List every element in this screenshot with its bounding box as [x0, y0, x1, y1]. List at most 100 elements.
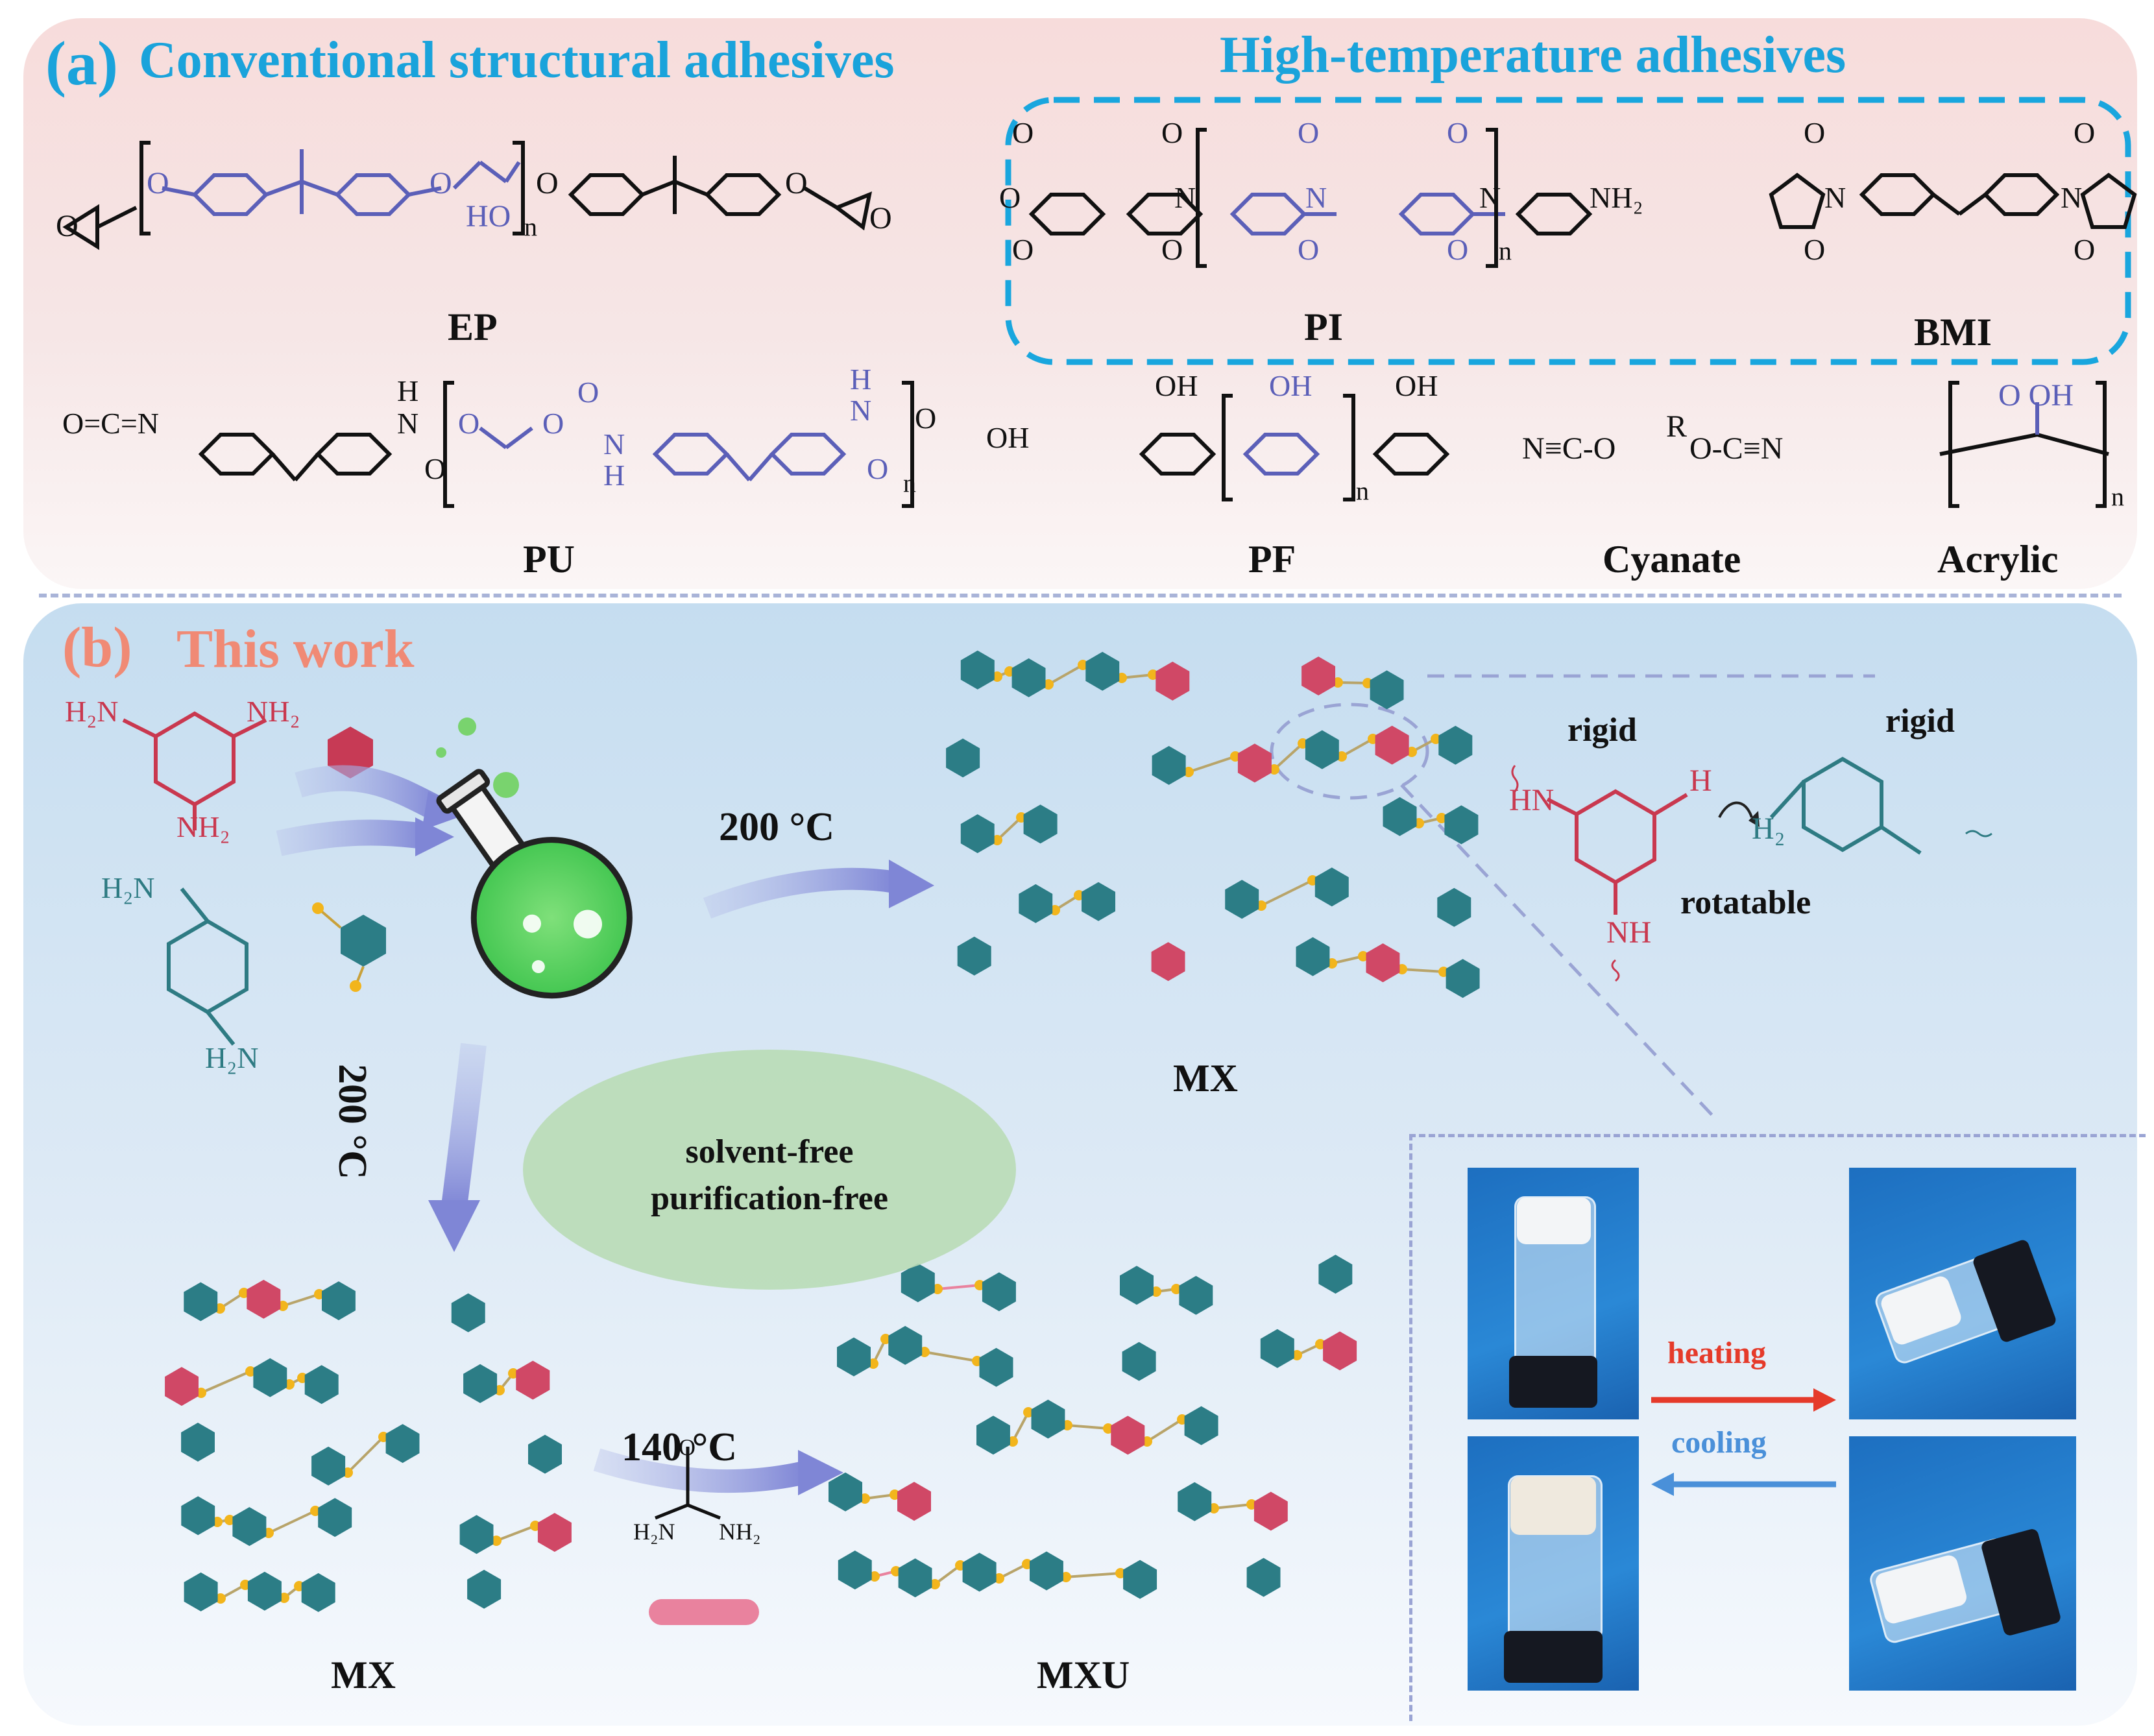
- svg-text:O: O: [1012, 116, 1034, 149]
- xylylene-unit: [979, 1347, 1013, 1387]
- mxu-network: [829, 1255, 1357, 1599]
- xylylene-unit: [982, 1272, 1016, 1312]
- xylylene-unit: [1314, 867, 1349, 907]
- network-node: [869, 1571, 880, 1582]
- xylylene-unit: [301, 1573, 335, 1612]
- xylylene-unit: [1019, 884, 1053, 923]
- network-node: [932, 1284, 943, 1294]
- melamine-unit: [1156, 661, 1190, 701]
- ellipse-line-1: solvent-free: [685, 1133, 854, 1170]
- svg-text:O: O: [867, 452, 888, 485]
- xylylene-unit: [1438, 725, 1473, 765]
- ep-structure: [62, 141, 873, 250]
- xylylene-unit: [1023, 804, 1058, 844]
- melamine-structure: [122, 711, 267, 830]
- svg-text:O: O: [915, 402, 936, 435]
- xylylene-unit: [184, 1282, 218, 1321]
- network-link: [1261, 879, 1313, 907]
- xylylene-unit: [1296, 937, 1330, 976]
- xylylene-unit: [1152, 745, 1186, 785]
- svg-text:O: O: [536, 166, 559, 200]
- svg-text:O: O: [424, 452, 446, 485]
- xylylene-unit: [1305, 730, 1339, 769]
- xylylene-unit: [1370, 670, 1404, 710]
- xylylene-unit: [898, 1558, 932, 1598]
- xylylene-unit: [247, 1571, 282, 1611]
- svg-text:O: O: [1447, 116, 1468, 149]
- network-node: [1358, 951, 1368, 961]
- svg-text:O: O: [1447, 233, 1468, 266]
- bmi-atom-labels: OON OON: [1804, 116, 2095, 266]
- xylylene-unit: [838, 1550, 872, 1590]
- network-node: [508, 1368, 518, 1379]
- acrylic-structure: [1939, 381, 2109, 508]
- label-mxu: MXU: [1037, 1654, 1130, 1696]
- melamine-unit: [1375, 725, 1409, 765]
- svg-text:OH: OH: [1269, 369, 1312, 402]
- xylylene-unit: [311, 1446, 346, 1486]
- temp-label-urea: 140 °C: [622, 1425, 738, 1469]
- svg-text:O: O: [1298, 116, 1319, 149]
- urea-rod-icon: [649, 1599, 759, 1625]
- svg-text:O: O: [2074, 116, 2095, 149]
- network-link: [200, 1370, 251, 1394]
- network-link: [268, 1510, 316, 1534]
- network-node: [1337, 751, 1347, 762]
- network-link: [924, 1351, 978, 1362]
- process-ellipse-text: solvent-free purification-free: [523, 1129, 1016, 1222]
- svg-text:N: N: [1824, 181, 1846, 214]
- label-ep: EP: [448, 306, 498, 348]
- xylylene-unit: [1318, 1255, 1353, 1294]
- melamine-unit: [1151, 942, 1185, 982]
- label-acrylic: Acrylic: [1937, 538, 2059, 581]
- xylylene-unit: [960, 650, 995, 690]
- network-node: [1171, 1284, 1181, 1294]
- network-node: [1115, 1568, 1126, 1578]
- melamine-unit: [1237, 743, 1272, 783]
- acrylic-cooh: O OH: [1998, 378, 2074, 413]
- network-node: [1008, 1436, 1018, 1447]
- mx-network-bottom: [165, 1279, 572, 1612]
- svg-text:N: N: [1174, 181, 1196, 214]
- svg-text:O: O: [999, 181, 1021, 214]
- svg-text:n: n: [1356, 476, 1369, 505]
- reaction-flask-icon: [436, 769, 633, 999]
- melamine-nh2-bottom: NH₂: [176, 810, 230, 843]
- svg-text:NH₂: NH₂: [1590, 181, 1643, 214]
- network-node: [880, 1334, 891, 1344]
- svg-text:O: O: [2074, 233, 2095, 266]
- panel-b-letter: (b): [62, 616, 132, 679]
- svg-text:H: H: [603, 459, 625, 492]
- urea-o: O: [679, 1434, 696, 1460]
- cyanate-right: O-C≡N: [1689, 431, 1784, 466]
- label-bmi: BMI: [1914, 311, 1992, 354]
- xylylene-unit: [888, 1325, 923, 1365]
- network-node: [1436, 813, 1447, 823]
- network-node: [1148, 669, 1158, 680]
- zoom-nh: NH: [1606, 915, 1652, 950]
- cyanate-r: R: [1666, 409, 1688, 444]
- network-node: [992, 835, 1002, 845]
- xylylene-unit: [1437, 887, 1471, 927]
- melamine-unit: [1111, 1416, 1145, 1455]
- label-pi: PI: [1304, 306, 1343, 348]
- svg-text:O: O: [785, 166, 808, 200]
- svg-text:n: n: [903, 468, 916, 498]
- svg-text:N: N: [2061, 181, 2082, 214]
- xylylene-unit: [1085, 651, 1120, 691]
- svg-text:O: O: [1161, 233, 1183, 266]
- xylylene-unit: [1179, 1275, 1213, 1315]
- zoom-h: H: [1689, 764, 1712, 798]
- network-node: [1269, 764, 1279, 775]
- network-node: [1315, 1339, 1325, 1349]
- label-mx-top: MX: [1173, 1057, 1238, 1100]
- panel-b-title: This work: [176, 619, 415, 679]
- network-node: [1183, 767, 1194, 777]
- xylylene-structure: [167, 887, 248, 1046]
- melamine-unit: [537, 1513, 572, 1552]
- panel-a-title-conventional: Conventional structural adhesives: [139, 32, 895, 89]
- xylylene-unit: [232, 1507, 267, 1547]
- photo-vial-solid-upright: [1468, 1168, 1639, 1419]
- xylylene-unit: [451, 1293, 485, 1332]
- network-link: [1188, 755, 1236, 773]
